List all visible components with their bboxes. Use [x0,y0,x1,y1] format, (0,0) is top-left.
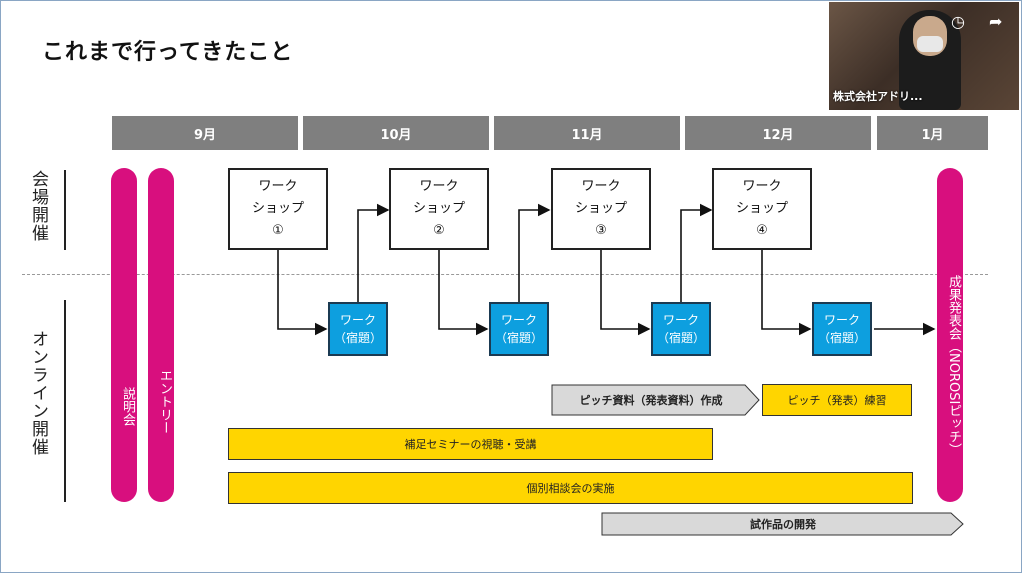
month-january: 1月 [877,116,988,150]
homework-line2: （宿題） [333,331,382,345]
workshop-line1: ワーク [581,179,621,194]
homework-box-2: ワーク （宿題） [489,302,549,356]
workshop-line2: ショップ [735,201,788,216]
consultation-bar: 個別相談会の実施 [228,472,913,504]
workshop-box-4: ワーク ショップ ④ [712,168,812,250]
homework-line1: ワーク [339,313,376,327]
workshop-box-3: ワーク ショップ ③ [551,168,651,250]
workshop-number: ② [433,223,445,238]
month-september: 9月 [112,116,298,150]
pitch-material-label: ピッチ資料（発表資料）作成 [579,394,723,407]
prototype-arrow-shape [601,512,964,536]
workshop-box-2: ワーク ショップ ② [389,168,489,250]
participant-video[interactable]: ◷ ➦ 株式会社アドリ... [829,2,1019,110]
workshop-line2: ショップ [574,201,627,216]
workshop-box-1: ワーク ショップ ① [228,168,328,250]
homework-line2: （宿題） [656,331,705,345]
pitch-practice-bar: ピッチ（発表）練習 [762,384,912,416]
homework-line1: ワーク [500,313,537,327]
workshop-number: ① [272,223,284,238]
workshop-line2: ショップ [251,201,304,216]
workshop-line1: ワーク [419,179,459,194]
section-online-label: オンライン開催 [28,330,48,456]
workshop-line2: ショップ [412,201,465,216]
venue-online-separator [22,274,988,275]
homework-box-1: ワーク （宿題） [328,302,388,356]
homework-line2: （宿題） [494,331,543,345]
workshop-line1: ワーク [742,179,782,194]
homework-line1: ワーク [662,313,699,327]
homework-line2: （宿題） [817,331,866,345]
share-icon[interactable]: ➦ [989,12,1003,31]
homework-box-4: ワーク （宿題） [812,302,872,356]
workshop-number: ③ [595,223,607,238]
month-october: 10月 [303,116,489,150]
prototype-label: 試作品の開発 [750,518,816,531]
section-online-divider [64,300,66,502]
briefing-pill: 説明会 [111,168,137,502]
pitch-material-arrow-shape [551,384,760,416]
result-presentation-pill: 成果発表会（NOROSIピッチ） [937,168,963,502]
section-venue-divider [64,170,66,250]
month-december: 12月 [685,116,871,150]
participant-mask [917,36,943,52]
clock-icon[interactable]: ◷ [951,12,965,31]
month-november: 11月 [494,116,680,150]
workshop-number: ④ [756,223,768,238]
homework-box-3: ワーク （宿題） [651,302,711,356]
homework-line1: ワーク [823,313,860,327]
participant-name: 株式会社アドリ... [833,90,923,103]
entry-pill: エントリー [148,168,174,502]
pitch-material-arrow: ピッチ資料（発表資料）作成 [551,384,761,416]
seminar-bar: 補足セミナーの視聴・受講 [228,428,713,460]
section-venue-label: 会場開催 [28,170,48,242]
slide-title: これまで行ってきたこと [42,40,294,65]
prototype-arrow: 試作品の開発 [601,512,965,536]
workshop-line1: ワーク [258,179,298,194]
